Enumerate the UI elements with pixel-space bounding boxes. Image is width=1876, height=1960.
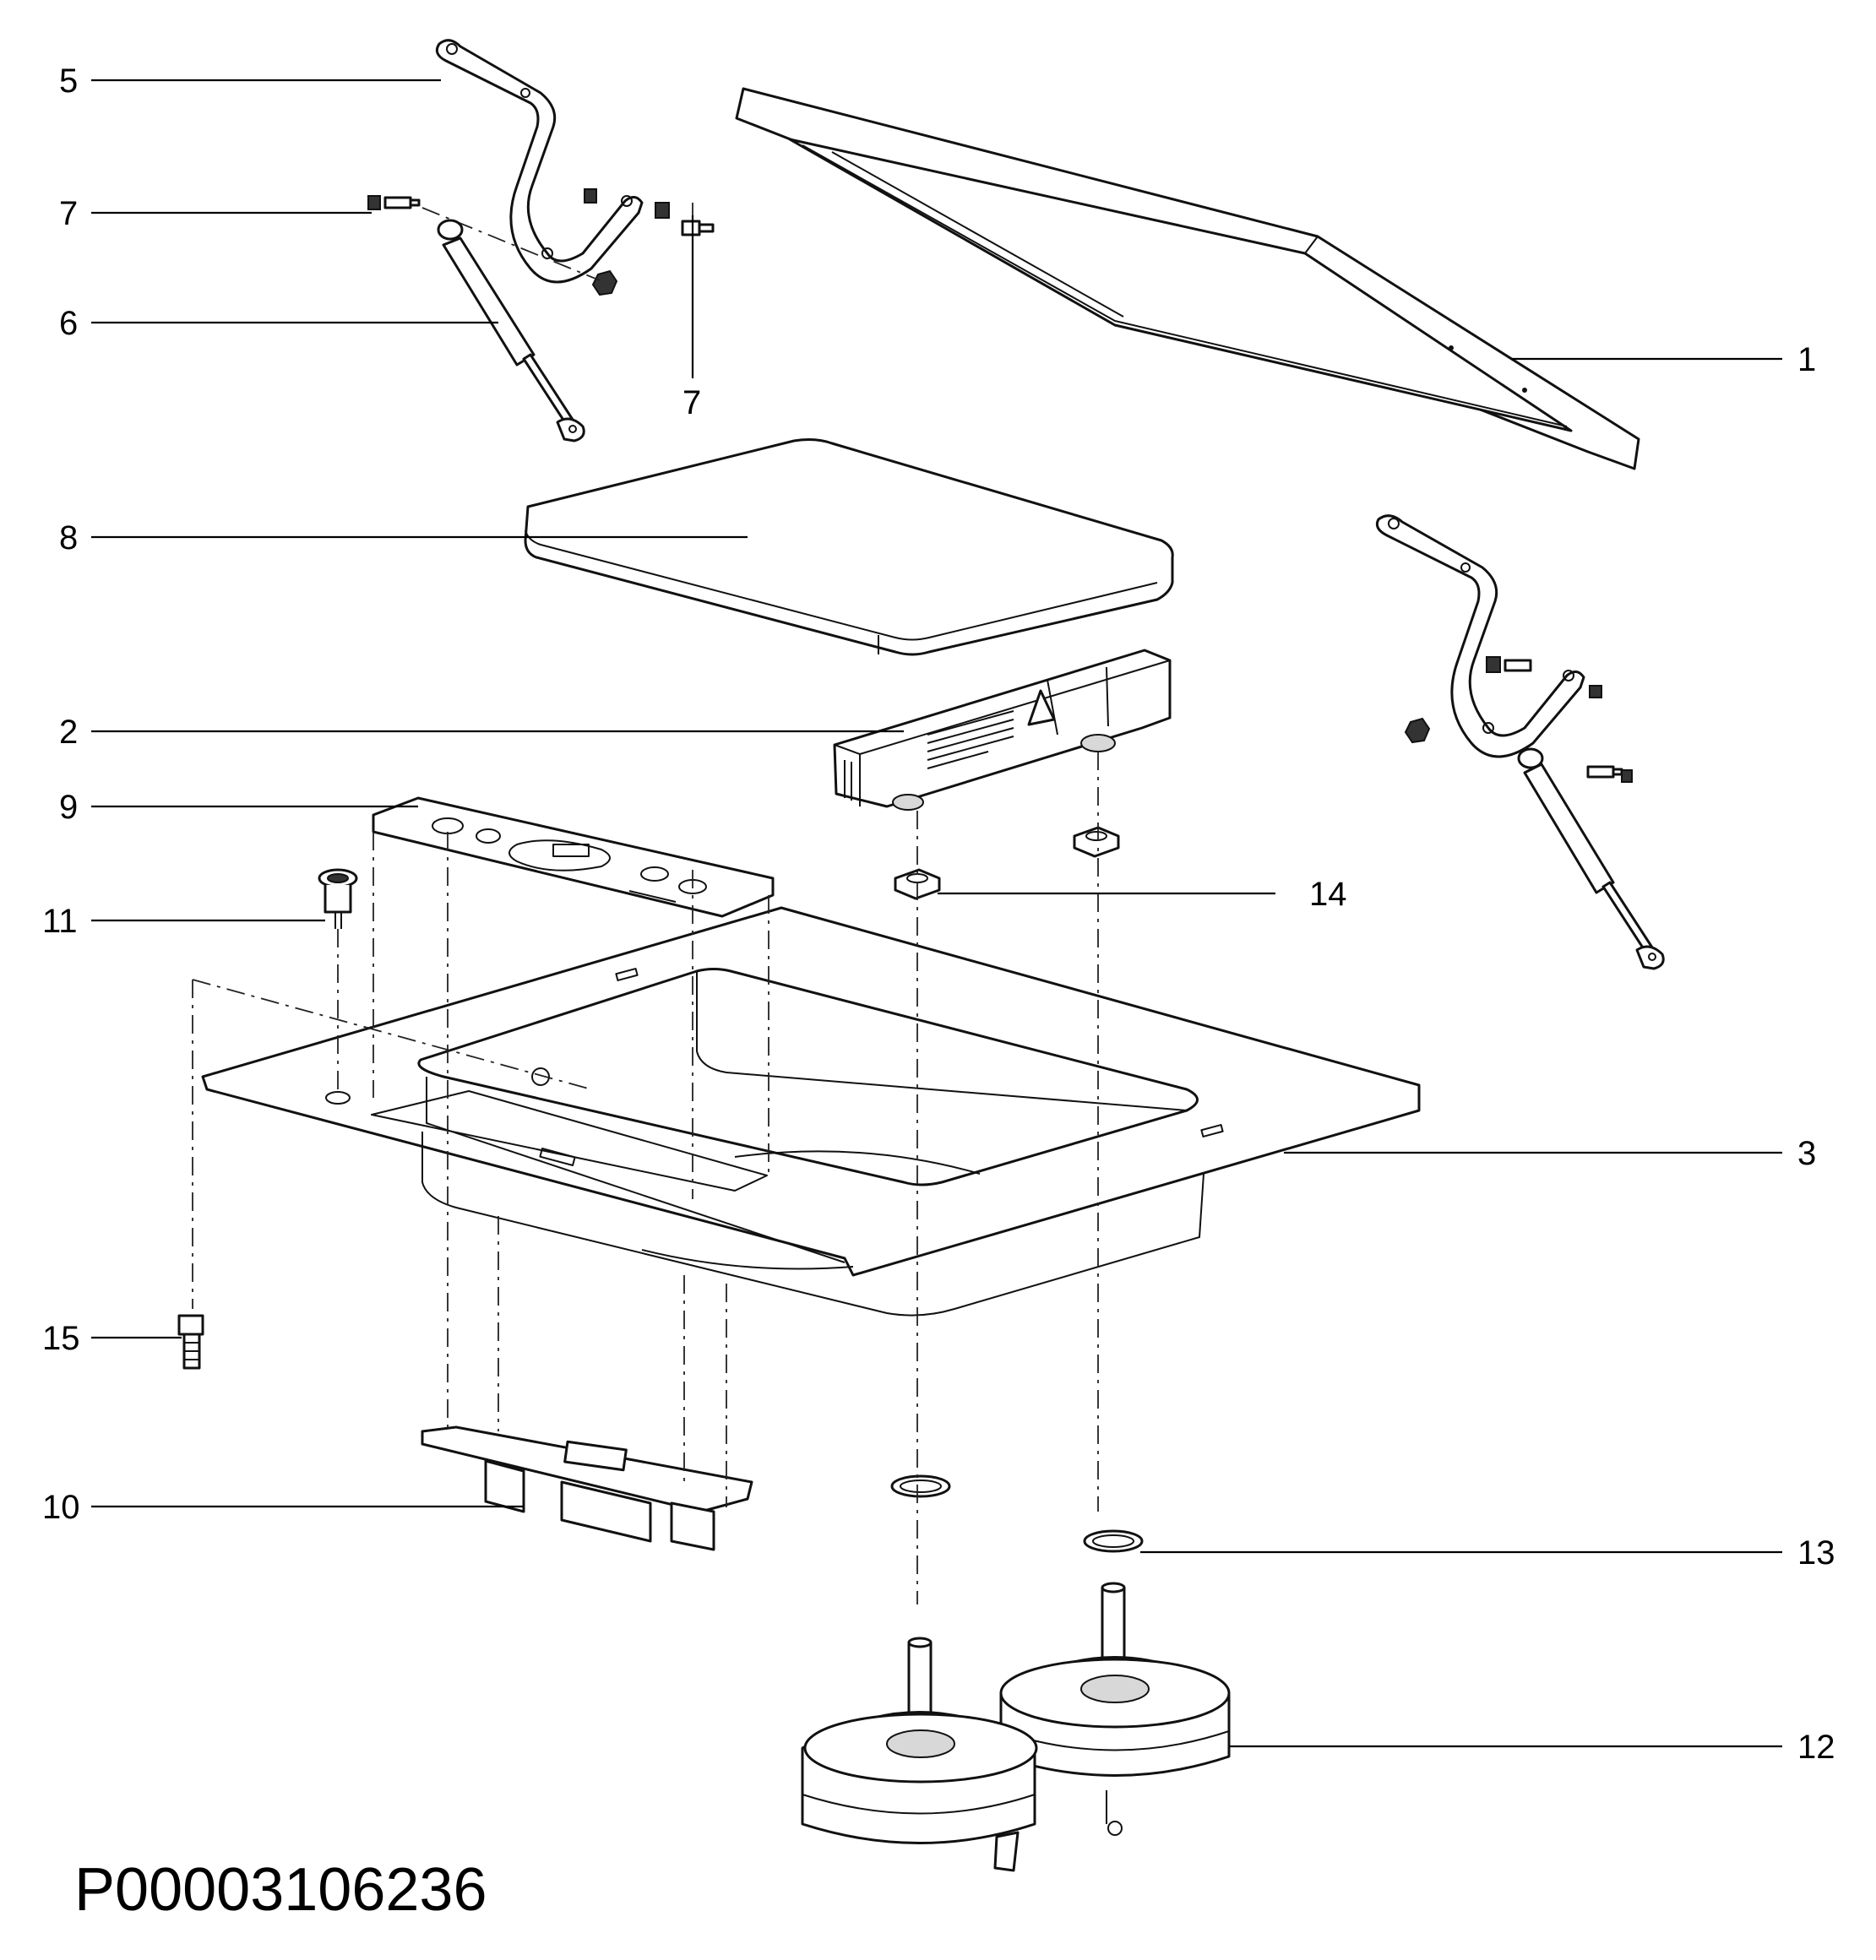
callout-9: 9 (59, 789, 78, 826)
heating-bar (833, 649, 1172, 811)
indicator-lamp (318, 868, 358, 929)
callout-6: 6 (59, 305, 78, 342)
callout-8: 8 (59, 519, 78, 557)
callout-7: 7 (59, 195, 78, 232)
callout-10: 10 (42, 1489, 80, 1526)
callout-15: 15 (42, 1320, 80, 1357)
control-panel-overlay (372, 796, 775, 918)
gas-spring-left (437, 219, 585, 442)
callout-7: 7 (682, 384, 701, 421)
hinge-arm-left (435, 39, 644, 284)
thermostat-units (801, 1582, 1231, 1872)
leader-lines (91, 79, 1782, 1748)
hinge-fasteners-left (367, 188, 715, 296)
hinge-arm-right (1375, 514, 1585, 758)
gas-spring-right (1517, 747, 1665, 970)
temperature-sensor (177, 1314, 204, 1370)
hex-nuts (894, 826, 1120, 900)
hinge-fasteners-right (1404, 656, 1633, 783)
lid-frame (735, 87, 1640, 470)
callout-3: 3 (1797, 1135, 1816, 1172)
callout-13: 13 (1797, 1534, 1835, 1572)
cover-pad (524, 438, 1174, 656)
callout-labels: 5 7 6 7 1 8 2 9 11 14 3 15 10 13 12 (42, 62, 1835, 1766)
callout-11: 11 (42, 903, 78, 940)
callout-1: 1 (1797, 341, 1816, 378)
control-circuit-board (421, 1425, 753, 1551)
part-number: P00003106236 (74, 1856, 487, 1924)
callout-2: 2 (59, 714, 78, 751)
callout-12: 12 (1797, 1729, 1835, 1766)
callout-14: 14 (1309, 876, 1347, 913)
callout-5: 5 (59, 62, 78, 100)
base-plate-well (201, 906, 1421, 1317)
o-rings (890, 1474, 1144, 1553)
